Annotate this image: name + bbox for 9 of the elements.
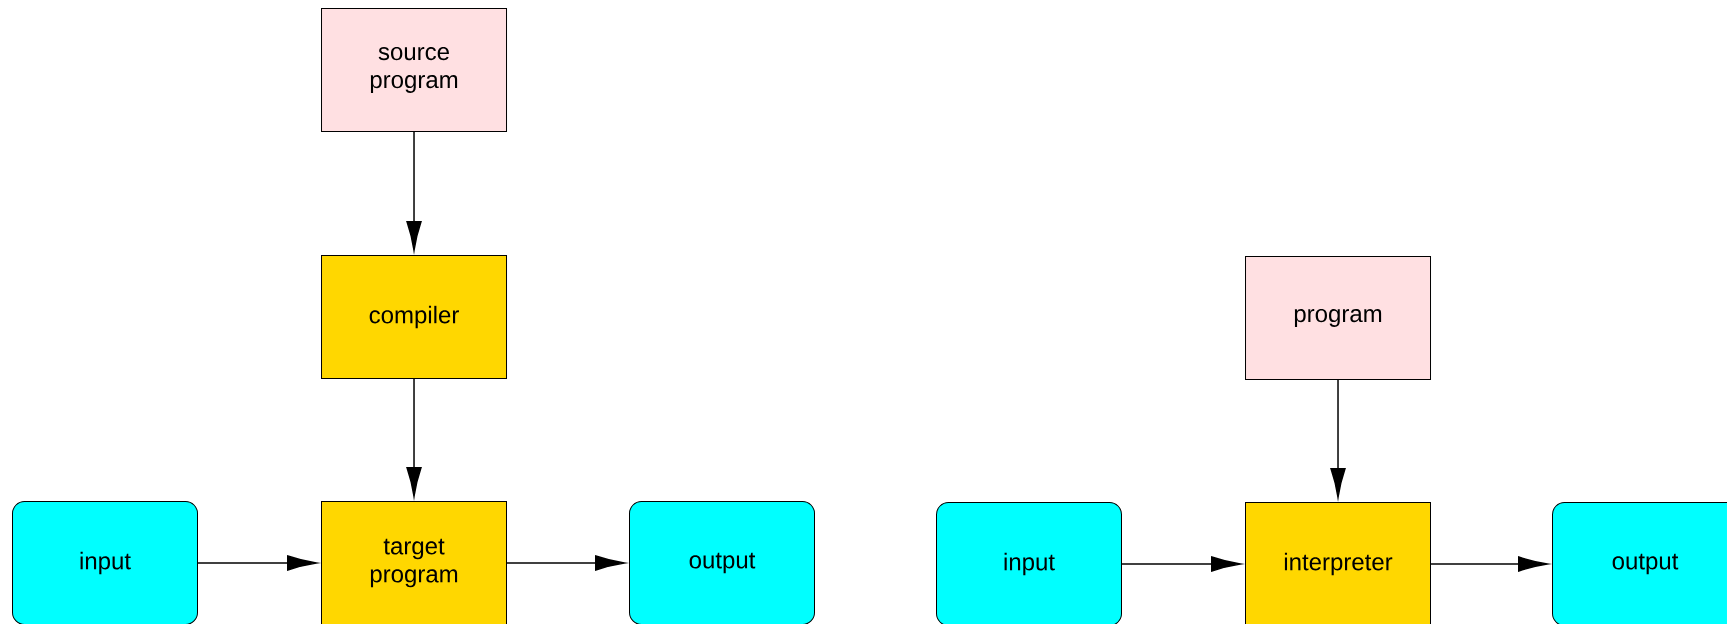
program-box: program bbox=[1245, 256, 1431, 380]
program-box: source program bbox=[321, 8, 507, 132]
data-box: output bbox=[629, 501, 815, 624]
data-box: input bbox=[12, 501, 198, 624]
process-box: compiler bbox=[321, 255, 507, 379]
data-box: input bbox=[936, 502, 1122, 624]
process-box: interpreter bbox=[1245, 502, 1431, 624]
data-box: output bbox=[1552, 502, 1727, 624]
process-box: target program bbox=[321, 501, 507, 624]
